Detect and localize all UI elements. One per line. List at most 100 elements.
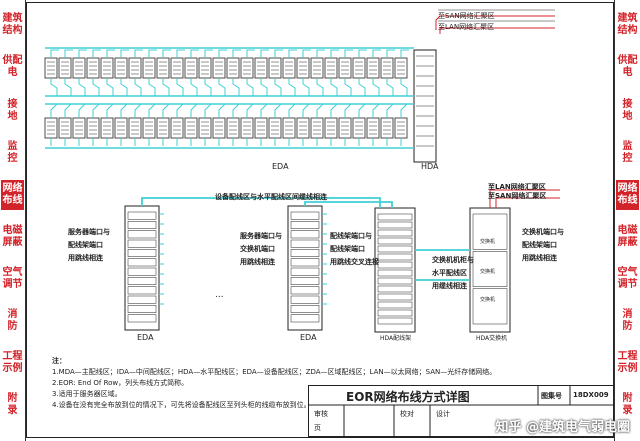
eda1-to-hda-cable: [141, 197, 381, 208]
top-row-rack: [296, 57, 310, 79]
cable-up: [204, 49, 213, 58]
atlas-number-label: 图集号: [541, 392, 562, 400]
hda-patch-cabinet-slot: [377, 269, 413, 277]
top-row-rack: [366, 57, 380, 79]
bottom-row-rack: [100, 117, 114, 139]
bottom-row-rack: [212, 117, 226, 139]
hda-patch-cabinet-slot: [377, 309, 413, 317]
cable-up: [232, 49, 241, 58]
eda-cabinet-1-slot: [127, 305, 157, 313]
bottom-row-rack: [296, 117, 310, 139]
hda-switch-cabinet-slot: [472, 288, 508, 325]
sidebar-left-item-4[interactable]: 网络 布线: [1, 180, 24, 210]
eda-cabinet-2-slot: [290, 230, 320, 239]
bottom-row-rack: [142, 117, 156, 139]
top-rack-rows: [44, 49, 437, 163]
ellipsis: ...: [215, 290, 224, 300]
eda-cabinet-1-slot: [127, 211, 157, 220]
eda-cabinet-1-slot: [127, 277, 157, 285]
hda-switch-cabinet-slot: [472, 251, 508, 287]
top-row-rack: [156, 57, 170, 79]
cable-up: [330, 49, 339, 58]
bottom-row-rack: [58, 117, 72, 139]
eda-cabinet-1-slot: [127, 230, 157, 239]
design-label: 设计: [436, 410, 450, 418]
left-sidebar: 建筑 结构供配 电接 地监 控网络 布线电磁 屏蔽空气 调节消 防工程 示例附 …: [0, 0, 26, 441]
cable-mid2: [204, 103, 212, 118]
cable-mid: [218, 78, 226, 96]
cable-connection-label: 设备配线区与水平配线区间缆线相连: [215, 193, 327, 201]
sidebar-right-item-7[interactable]: 消 防: [622, 309, 633, 332]
cable-up: [106, 49, 115, 58]
cable-mid: [400, 78, 408, 96]
cable-mid: [50, 78, 58, 96]
eda1-label: EDA: [137, 333, 154, 342]
hda-patch-cabinet-slot: [377, 237, 413, 245]
cable-up: [316, 49, 325, 58]
sidebar-left-item-3[interactable]: 监 控: [7, 141, 18, 164]
eda-cabinet-2-slot: [290, 305, 320, 313]
cable-mid2: [246, 103, 254, 118]
sidebar-left-item-6[interactable]: 空气 调节: [2, 267, 23, 290]
cable-up: [372, 49, 381, 58]
hda-patch-cabinet-slot: [377, 301, 413, 309]
top-row-rack: [44, 57, 58, 79]
cable-mid: [344, 78, 352, 96]
sidebar-right-item-1[interactable]: 供配 电: [617, 55, 638, 78]
sidebar-left-item-8[interactable]: 工程 示例: [2, 351, 23, 374]
cable-up: [386, 49, 395, 58]
cable-mid2: [92, 103, 100, 118]
cable-mid: [246, 78, 254, 96]
cable-up: [344, 49, 353, 58]
right-sidebar: 建筑 结构供配 电接 地监 控网络 布线电磁 屏蔽空气 调节消 防工程 示例附 …: [614, 0, 640, 441]
cable-mid2: [288, 103, 296, 118]
cable-mid: [288, 78, 296, 96]
sidebar-right-item-3[interactable]: 监 控: [622, 141, 633, 164]
top-row-rack: [338, 57, 352, 79]
cable-mid2: [330, 103, 338, 118]
cable-mid2: [176, 103, 184, 118]
note-3: 3.适用于服务器区域。: [52, 390, 122, 398]
hda-patch-cabinet-slot: [377, 221, 413, 229]
cable-mid: [232, 78, 240, 96]
cable-up: [134, 49, 143, 58]
sidebar-right-item-4[interactable]: 网络 布线: [616, 180, 639, 210]
sidebar-right-item-0[interactable]: 建筑 结构: [617, 13, 638, 36]
sidebar-right-item-5[interactable]: 电磁 屏蔽: [617, 225, 638, 248]
sidebar-right-item-9[interactable]: 附 录: [622, 393, 633, 416]
hda-patch-cabinet-slot: [377, 253, 413, 261]
sidebar-left-item-2[interactable]: 接 地: [7, 99, 18, 122]
cable-mid2: [274, 103, 282, 118]
cable-mid2: [358, 103, 366, 118]
note-2: 2.EOR: End Of Row，列头布线方式简称。: [52, 379, 189, 387]
eda-cabinet-1-slot: [127, 267, 157, 276]
sidebar-left-item-1[interactable]: 供配 电: [2, 55, 23, 78]
cable-mid: [330, 78, 338, 96]
sidebar-right-item-8[interactable]: 工程 示例: [617, 351, 638, 374]
eda-cabinet-1-slot: [127, 314, 157, 323]
top-row-rack: [310, 57, 324, 79]
top-row-rack: [198, 57, 212, 79]
sidebar-left-item-7[interactable]: 消 防: [7, 309, 18, 332]
cable-mid: [386, 78, 394, 96]
switch-label-1: 交换机: [480, 239, 496, 245]
top-cables: [45, 9, 555, 149]
sidebar-left-item-9[interactable]: 附 录: [7, 393, 18, 416]
cable-mid2: [106, 103, 114, 118]
eda-cabinet-2-slot: [290, 221, 320, 229]
top-row-rack: [254, 57, 268, 79]
top-row-rack: [170, 57, 184, 79]
cable-mid2: [190, 103, 198, 118]
eda-cabinet-2-slot: [290, 239, 320, 248]
red-uplink-san: [495, 197, 560, 208]
sidebar-right-item-6[interactable]: 空气 调节: [617, 267, 638, 290]
sidebar-left-item-5[interactable]: 电磁 屏蔽: [2, 225, 23, 248]
hda-patch-label: HDA配线架: [380, 335, 412, 342]
top-row-rack: [142, 57, 156, 79]
sidebar-right-item-2[interactable]: 接 地: [622, 99, 633, 122]
sidebar-left-item-0[interactable]: 建筑 结构: [2, 13, 23, 36]
drawing-title: EOR网络布线方式详图: [346, 390, 470, 404]
switch-label-2: 交换机: [480, 269, 496, 275]
bottom-row-rack: [324, 117, 338, 139]
cable-mid2: [78, 103, 86, 118]
